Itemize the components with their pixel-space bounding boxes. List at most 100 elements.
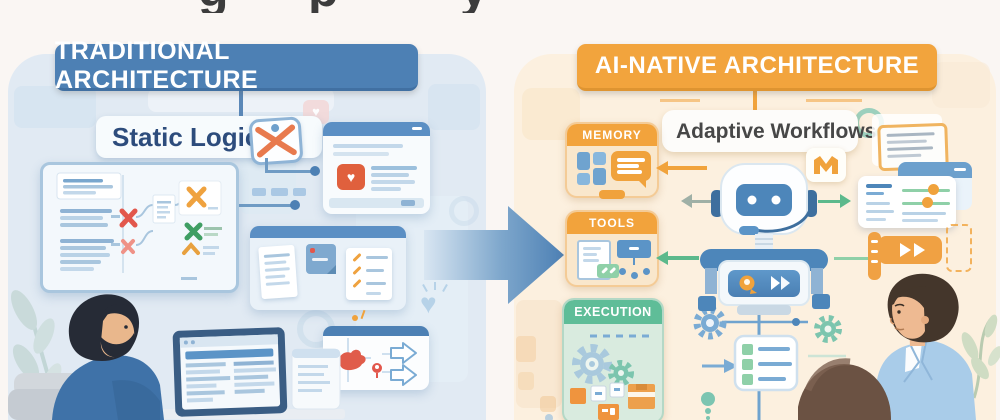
robot-hips [737, 305, 791, 315]
arrow-shape-icon [390, 342, 417, 364]
gear-icon [814, 315, 842, 343]
woman-back-view [798, 358, 891, 420]
arrowhead-left [656, 251, 668, 265]
flow-line [667, 256, 699, 260]
gear-icon [572, 344, 612, 384]
flow-line [818, 200, 840, 203]
decor-shape [518, 372, 534, 390]
face [892, 296, 925, 339]
gear-icon [449, 196, 479, 226]
flow-line [692, 200, 716, 203]
connector-line [265, 170, 315, 173]
lapel [920, 341, 933, 381]
gear-icon [608, 360, 634, 386]
dashed-slot [946, 224, 972, 272]
crate-icon [628, 384, 655, 409]
flow-node-icon [617, 240, 653, 280]
heart-tile-icon: ♥ [337, 164, 365, 190]
connector-dash [271, 188, 288, 196]
right-plant [961, 314, 1000, 399]
connector-line [660, 99, 700, 102]
decor-shape [540, 396, 556, 412]
connector-line [806, 99, 862, 102]
side-panel [291, 348, 341, 410]
titlebar-dash [412, 127, 422, 130]
transition-arrow [424, 206, 564, 304]
robot-mic-boom [753, 210, 811, 233]
connector-dot [310, 166, 320, 176]
chat-bubble-icon [611, 151, 651, 188]
cropped-title-fragments: g p y [0, 0, 620, 13]
connector-dot [290, 200, 300, 210]
man-arm [112, 380, 160, 420]
robot-mic [739, 226, 759, 235]
slider-knob-icon [922, 197, 933, 208]
traditional-architecture-banner: TRADITIONAL ARCHITECTURE [55, 37, 418, 94]
robot-arm [811, 268, 823, 294]
static-logic-label: Static Logic [112, 122, 260, 152]
ear [921, 316, 929, 324]
connector-line [265, 158, 268, 172]
man-in-suit [874, 273, 976, 420]
crossed-out-icon [248, 116, 304, 166]
checklist-node [733, 334, 799, 392]
arrowhead-left [656, 161, 668, 175]
arrowhead-left [681, 194, 692, 208]
window-titlebar [323, 122, 430, 136]
flowchart-window [40, 162, 239, 293]
robot-face-screen [736, 184, 792, 216]
cropped-letter: g [198, 0, 229, 13]
slider-knob-icon [928, 184, 939, 195]
man-head [68, 294, 140, 361]
decor-shape [14, 86, 96, 128]
note-icon [306, 244, 336, 274]
play-icon [781, 276, 790, 290]
gear-icon [693, 306, 727, 340]
checklist-icon [346, 248, 392, 300]
connector-line [239, 88, 243, 118]
slider-track [902, 189, 950, 192]
robot-eye [747, 195, 757, 205]
arrow-shape-icon [390, 364, 417, 386]
tag-icon [598, 404, 619, 420]
beard [100, 333, 135, 358]
memory-card-header: MEMORY [567, 124, 657, 146]
adaptive-workflows-label: Adaptive Workflows [676, 120, 877, 143]
flow-line [834, 257, 872, 260]
tools-card-header: TOOLS [567, 212, 657, 234]
m-mark-icon [814, 156, 838, 174]
robot-arm [705, 268, 717, 294]
decor-shape [428, 84, 480, 130]
connector-dash [252, 188, 266, 196]
execution-card-header: EXECUTION [564, 300, 662, 324]
observers-pair [798, 273, 1000, 420]
eye [124, 325, 128, 329]
icon-dot [270, 123, 280, 133]
slider-window [858, 176, 956, 228]
execution-card: EXECUTION [562, 298, 664, 420]
robot-hand [812, 294, 830, 309]
ai-native-architecture-banner: AI-NATIVE ARCHITECTURE [577, 44, 937, 91]
ff-mount [868, 232, 881, 280]
fast-forward-icon [878, 236, 942, 264]
nose [889, 317, 895, 325]
eyebrow [894, 303, 905, 307]
robot-eye [771, 195, 781, 205]
execution-icons [570, 334, 655, 420]
flowchart-content [56, 172, 222, 280]
decor-shape [545, 414, 553, 420]
window-titlebar [250, 226, 406, 238]
sprout-icon [701, 392, 715, 420]
hair-highlight [804, 358, 851, 392]
bird-icon [338, 349, 366, 371]
adaptive-workflows-card [662, 110, 858, 152]
lapel [903, 345, 921, 383]
memory-grid-icon [577, 152, 607, 186]
memory-card: MEMORY [565, 122, 659, 199]
eye [897, 310, 901, 314]
developer-at-workstation [8, 294, 345, 420]
robot-assistant [698, 163, 830, 315]
m-mark-card [806, 148, 846, 182]
arrowhead-right [840, 194, 851, 208]
